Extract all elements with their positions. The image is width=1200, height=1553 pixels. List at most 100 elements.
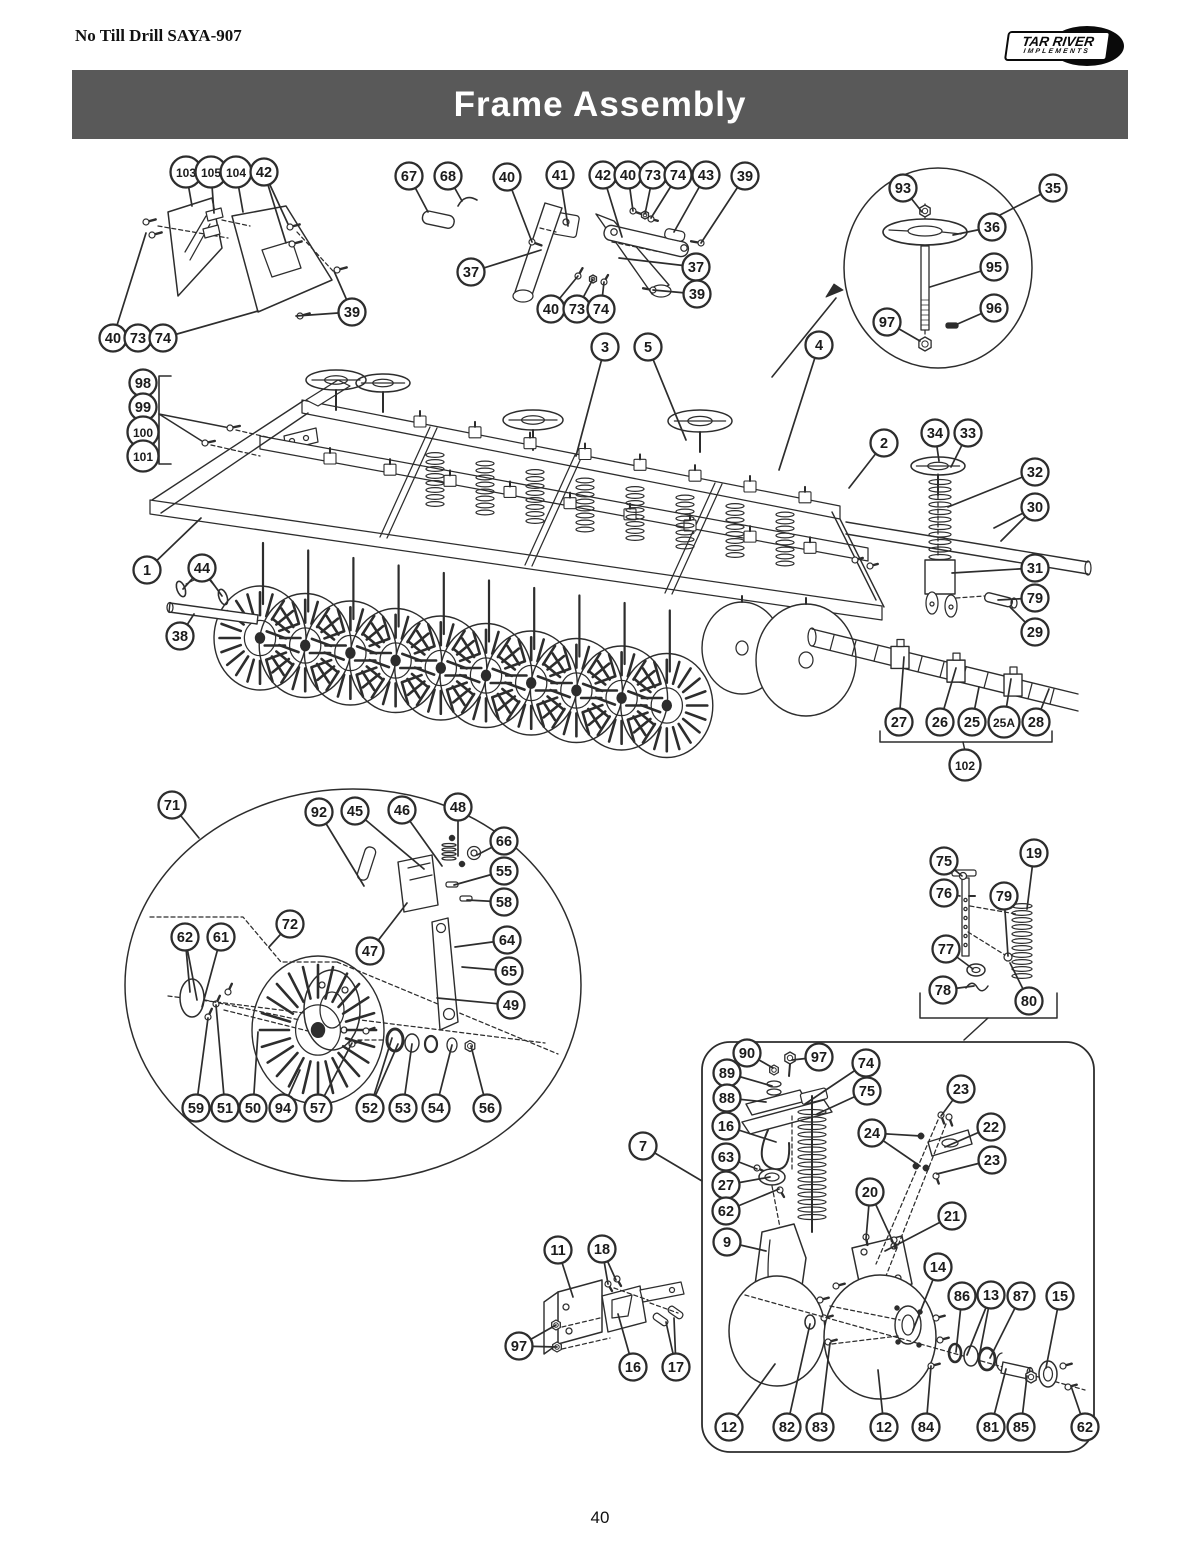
- callout-balloon-35: 35: [999, 173, 1068, 216]
- callout-balloon-97: 97: [791, 1042, 834, 1072]
- callout-balloon-94: 94: [268, 1069, 301, 1123]
- callout-balloon-56: 56: [470, 1045, 502, 1123]
- svg-text:16: 16: [625, 1360, 641, 1376]
- svg-text:34: 34: [927, 426, 943, 442]
- callout-balloon-13: 13: [966, 1280, 1006, 1358]
- callout-balloon-12: 12: [714, 1363, 776, 1442]
- svg-text:66: 66: [496, 834, 512, 850]
- svg-text:64: 64: [499, 933, 515, 949]
- svg-text:61: 61: [213, 930, 229, 946]
- tar-river-logo: TAR RIVER IMPLEMENTS: [1003, 24, 1126, 68]
- callout-balloon-89: 89: [712, 1058, 773, 1088]
- svg-text:40: 40: [543, 302, 559, 318]
- callout-balloon-62: 62: [1070, 1385, 1100, 1442]
- callout-balloon-83: 83: [805, 1342, 835, 1442]
- callout-balloon-12: 12: [869, 1369, 899, 1442]
- svg-text:32: 32: [1027, 465, 1043, 481]
- callout-balloon-49: 49: [436, 990, 526, 1020]
- callout-balloon-77: 77: [931, 934, 974, 970]
- svg-text:23: 23: [953, 1082, 969, 1098]
- callout-balloon-84: 84: [911, 1365, 941, 1442]
- callout-balloon-90: 90: [732, 1038, 774, 1069]
- svg-text:101: 101: [133, 450, 153, 464]
- svg-text:27: 27: [891, 715, 907, 731]
- svg-text:16: 16: [718, 1119, 734, 1135]
- callout-balloon-30: 30: [993, 492, 1050, 542]
- machine-line-art: [124, 167, 1095, 1453]
- svg-text:55: 55: [496, 864, 512, 880]
- callout-balloon-15: 15: [1045, 1281, 1075, 1369]
- svg-text:77: 77: [938, 942, 954, 958]
- callout-balloon-86: 86: [947, 1281, 977, 1353]
- callout-balloon-75: 75: [816, 1076, 882, 1115]
- callout-balloon-78: 78: [928, 975, 975, 1005]
- svg-text:75: 75: [936, 854, 952, 870]
- callout-balloon-11: 11: [543, 1235, 574, 1298]
- callout-balloon-96: 96: [952, 293, 1009, 327]
- svg-text:68: 68: [440, 169, 456, 185]
- callout-balloon-79: 79: [989, 881, 1019, 957]
- callout-balloon-14: 14: [912, 1252, 953, 1331]
- callout-balloon-76: 76: [929, 878, 961, 908]
- svg-text:33: 33: [960, 426, 976, 442]
- callout-balloon-18: 18: [587, 1234, 617, 1285]
- callout-balloon-75: 75: [929, 846, 963, 877]
- svg-text:62: 62: [1077, 1420, 1093, 1436]
- svg-text:42: 42: [595, 168, 611, 184]
- callout-balloon-22: 22: [944, 1112, 1006, 1148]
- callout-balloon-61: 61: [201, 922, 236, 1008]
- callout-balloon-41: 41: [545, 160, 575, 227]
- callout-balloon-1: 1: [132, 517, 202, 585]
- callout-balloon-16: 16: [711, 1111, 777, 1143]
- svg-text:29: 29: [1027, 625, 1043, 641]
- callout-balloon-104: 104: [219, 155, 253, 213]
- callout-balloon-48: 48: [443, 792, 473, 857]
- svg-text:25: 25: [964, 715, 980, 731]
- callout-balloon-65: 65: [461, 956, 524, 986]
- svg-text:93: 93: [895, 181, 911, 197]
- svg-text:71: 71: [164, 798, 180, 814]
- callout-balloon-42: 42: [588, 160, 623, 238]
- svg-text:22: 22: [983, 1120, 999, 1136]
- svg-text:82: 82: [779, 1420, 795, 1436]
- svg-text:100: 100: [133, 426, 153, 440]
- svg-text:51: 51: [217, 1101, 233, 1117]
- callout-balloon-37: 37: [618, 252, 711, 282]
- svg-text:79: 79: [996, 889, 1012, 905]
- svg-text:74: 74: [593, 302, 609, 318]
- svg-text:95: 95: [986, 260, 1002, 276]
- callout-balloon-71: 71: [157, 790, 200, 839]
- callout-balloon-67: 67: [394, 161, 429, 213]
- callout-balloon-20: 20: [855, 1177, 894, 1243]
- svg-text:56: 56: [479, 1101, 495, 1117]
- svg-text:79: 79: [1027, 591, 1043, 607]
- svg-text:97: 97: [811, 1050, 827, 1066]
- svg-text:74: 74: [670, 168, 686, 184]
- svg-text:4: 4: [815, 338, 823, 354]
- svg-text:78: 78: [935, 983, 951, 999]
- svg-text:59: 59: [188, 1101, 204, 1117]
- svg-text:46: 46: [394, 803, 410, 819]
- callout-balloon-25A: 25A: [987, 678, 1021, 739]
- svg-text:73: 73: [645, 168, 661, 184]
- svg-text:7: 7: [639, 1139, 647, 1155]
- svg-text:102: 102: [955, 759, 975, 773]
- page-number: 40: [590, 1508, 610, 1527]
- callout-balloon-92: 92: [304, 797, 365, 887]
- callout-balloon-103: 103: [169, 155, 203, 207]
- svg-text:67: 67: [401, 169, 417, 185]
- svg-text:40: 40: [620, 168, 636, 184]
- callout-balloon-73: 73: [562, 278, 594, 324]
- callout-balloon-97: 97: [872, 307, 921, 342]
- svg-text:104: 104: [226, 166, 246, 180]
- svg-text:28: 28: [1028, 715, 1044, 731]
- svg-text:99: 99: [135, 400, 151, 416]
- svg-text:96: 96: [986, 301, 1002, 317]
- svg-text:48: 48: [450, 800, 466, 816]
- callout-balloon-74: 74: [148, 310, 259, 353]
- svg-text:38: 38: [172, 629, 188, 645]
- svg-text:39: 39: [344, 305, 360, 321]
- callout-balloon-25: 25: [957, 686, 987, 737]
